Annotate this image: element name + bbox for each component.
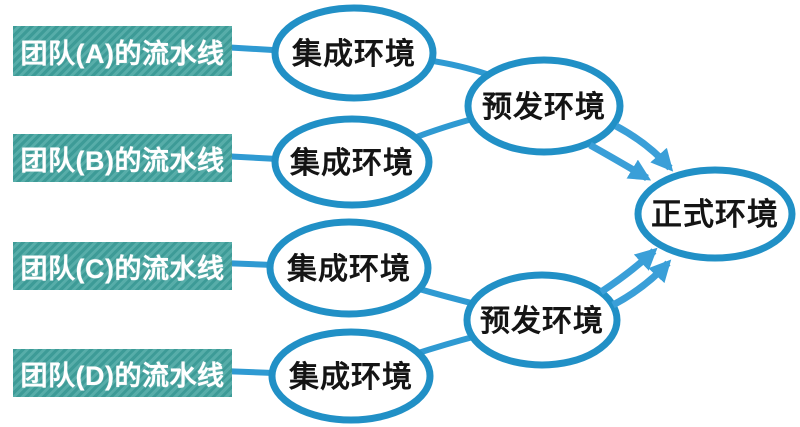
- integration-node-label: 集成环境: [291, 37, 416, 71]
- arrow-staging-bottom-2: [611, 259, 672, 309]
- arrow-staging-top-2: [588, 141, 652, 182]
- integration-node-a: [271, 4, 437, 102]
- integration-node-c: [266, 218, 432, 318]
- production-node: [634, 166, 796, 262]
- integration-node-label: 集成环境: [288, 360, 413, 394]
- environment-nodes: [266, 4, 796, 424]
- staging-node-bottom: [463, 271, 621, 369]
- arrow-staging-bottom-1: [599, 247, 658, 295]
- pipeline-box-team-b: 团队(B)的流水线: [13, 134, 232, 182]
- arrow-staging-top-1: [614, 122, 674, 172]
- staging-to-production-arrows: [588, 122, 674, 309]
- staging-node-label: 预发环境: [482, 90, 606, 124]
- integration-node-d: [268, 328, 434, 424]
- production-node-label: 正式环境: [651, 197, 779, 232]
- integration-node-label: 集成环境: [289, 146, 414, 180]
- integration-node-b: [271, 115, 433, 209]
- environment-labels: 集成环境 集成环境 集成环境 集成环境 预发环境 预发环境 正式环境: [286, 37, 779, 394]
- staging-node-top: [464, 56, 624, 156]
- pipeline-box-label: 团队(A)的流水线: [20, 38, 225, 69]
- staging-node-label: 预发环境: [480, 304, 604, 338]
- pipeline-box-label: 团队(D)的流水线: [20, 360, 225, 391]
- pipeline-box-label: 团队(B)的流水线: [20, 145, 225, 176]
- pipeline-box-team-a: 团队(A)的流水线: [13, 26, 232, 76]
- pipeline-box-team-d: 团队(D)的流水线: [13, 349, 232, 397]
- pipeline-box-team-c: 团队(C)的流水线: [13, 242, 232, 290]
- integration-node-label: 集成环境: [286, 252, 411, 286]
- pipeline-box-label: 团队(C)的流水线: [20, 253, 225, 284]
